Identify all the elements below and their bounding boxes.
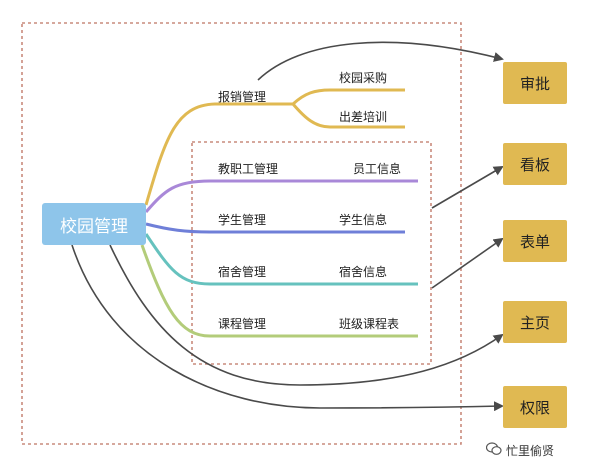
leaf-label-dorm-info: 宿舍信息	[339, 265, 388, 279]
target-approve: 审批	[503, 62, 567, 104]
branch-line-expense-sub2	[291, 103, 405, 129]
arrow-to-kanban	[431, 165, 504, 209]
watermark: 忙里偷贤	[485, 442, 555, 459]
root-node: 校园管理	[42, 203, 146, 245]
leaf-label-staff-info: 员工信息	[353, 162, 402, 176]
wechat-icon	[485, 442, 502, 459]
inner-boundary	[191, 141, 432, 365]
branch-label-dorm: 宿舍管理	[218, 265, 267, 279]
branch-label-staff: 教职工管理	[218, 162, 279, 176]
branch-label-expense: 报销管理	[218, 90, 267, 104]
watermark-text: 忙里偷贤	[506, 444, 555, 458]
branch-line-staff	[144, 179, 418, 213]
target-permission: 权限	[503, 386, 567, 428]
branch-line-expense-sub1	[291, 88, 405, 106]
branch-line-student	[145, 222, 405, 234]
arrow-to-permission	[71, 244, 504, 412]
branch-line-expense	[144, 102, 293, 206]
leaf-label-class-schedule: 班级课程表	[339, 317, 400, 331]
branch-label-student: 学生管理	[218, 213, 267, 227]
target-home: 主页	[503, 301, 567, 343]
target-form: 表单	[503, 220, 567, 262]
branch-label-course: 课程管理	[218, 317, 267, 331]
arrow-to-form	[431, 237, 504, 289]
arrow-to-home	[109, 244, 504, 386]
leaf-label-travel-training: 出差培训	[339, 110, 388, 124]
branch-line-course	[140, 244, 418, 338]
outer-boundary	[21, 22, 462, 445]
branch-line-dorm	[144, 233, 418, 286]
leaf-label-procurement: 校园采购	[339, 71, 388, 85]
arrow-to-approve	[257, 41, 504, 81]
leaf-label-student-info: 学生信息	[339, 213, 388, 227]
target-kanban: 看板	[503, 143, 567, 185]
